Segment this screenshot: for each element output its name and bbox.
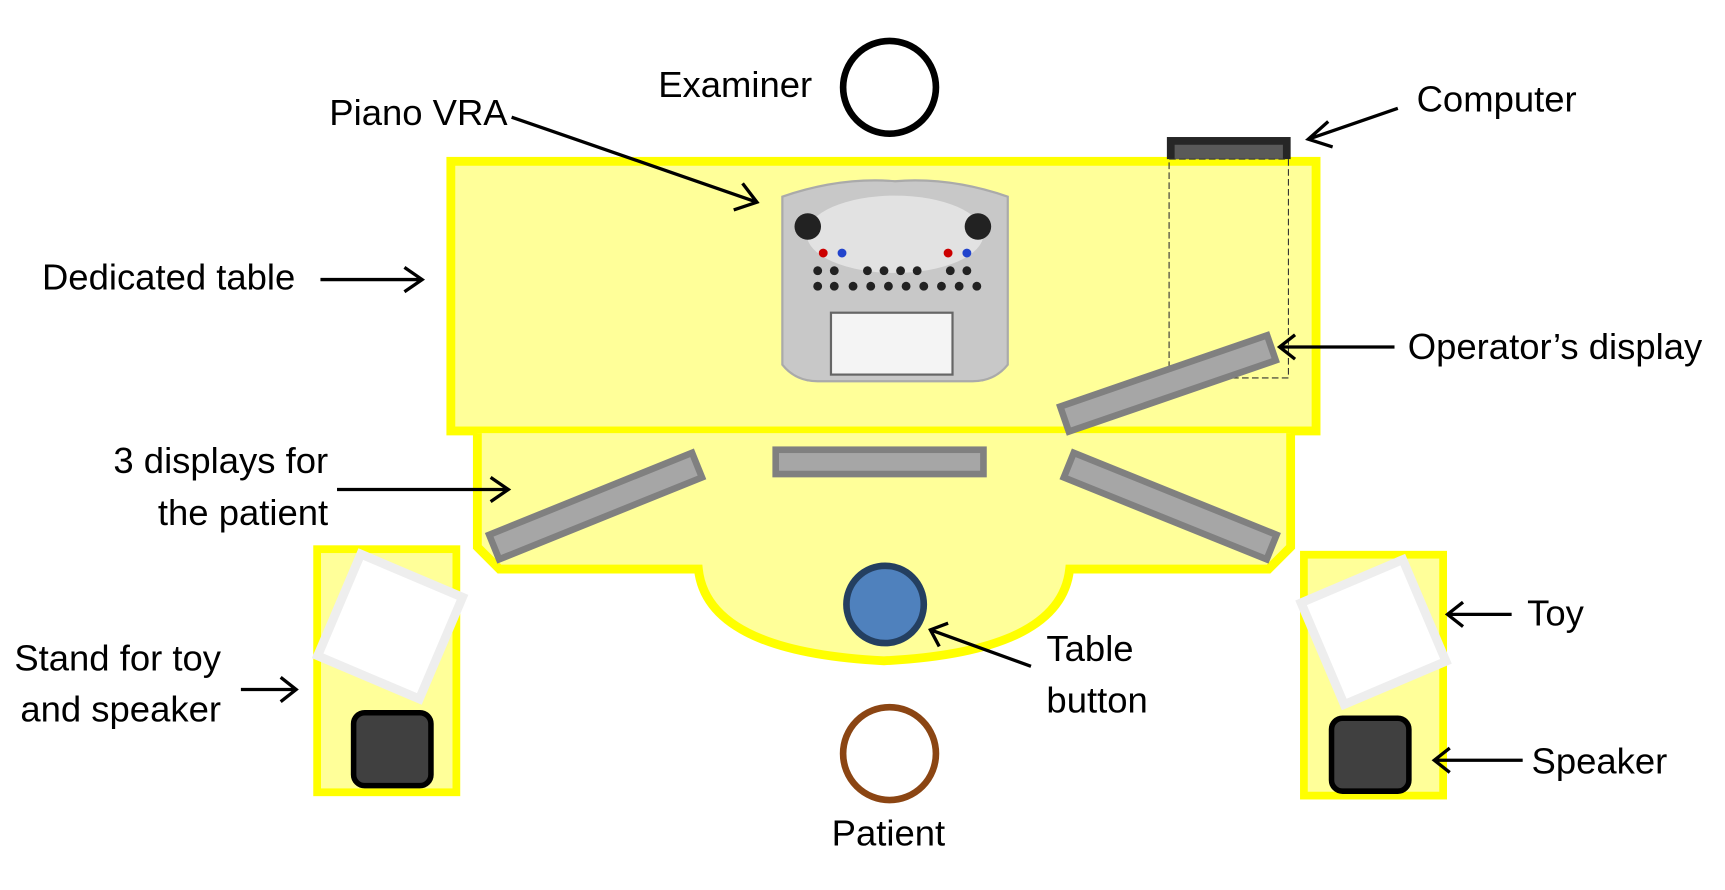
arrow-toy — [1444, 600, 1512, 628]
piano-vra-device — [781, 179, 1009, 383]
label-patient: Patient — [832, 812, 946, 853]
toy-right — [1295, 553, 1452, 711]
arrow-computer — [1305, 106, 1399, 149]
operators-display — [1056, 331, 1280, 436]
arrow-table-button — [928, 621, 1032, 668]
speaker-left — [350, 709, 434, 789]
arrow-dedicated-table — [320, 266, 426, 294]
label-patient-displays-1: 3 displays for — [113, 440, 328, 481]
arrow-patient-displays — [337, 475, 512, 504]
speaker-right — [1328, 715, 1412, 794]
piano-screen — [829, 311, 954, 376]
label-operators-display: Operator’s display — [1408, 326, 1703, 367]
patient-display-left — [484, 448, 707, 564]
label-examiner: Examiner — [658, 64, 812, 105]
label-dedicated-table: Dedicated table — [42, 257, 295, 298]
patient-display-center — [772, 446, 987, 478]
examiner-circle — [839, 37, 940, 138]
label-toy: Toy — [1527, 592, 1584, 633]
label-stand-1: Stand for toy — [14, 638, 221, 679]
table-button — [843, 562, 928, 647]
arrow-operators-display — [1276, 333, 1395, 361]
patient-display-right — [1059, 448, 1281, 564]
patient-circle — [839, 703, 940, 804]
label-table-button-1: Table — [1046, 628, 1133, 669]
arrow-speaker — [1431, 746, 1523, 774]
label-patient-displays-2: the patient — [158, 492, 328, 533]
label-piano-vra: Piano VRA — [329, 92, 508, 133]
label-table-button-2: button — [1046, 680, 1147, 721]
label-speaker: Speaker — [1532, 741, 1668, 782]
label-computer: Computer — [1417, 79, 1577, 120]
arrow-piano-vra — [511, 115, 760, 212]
toy-left — [311, 548, 469, 705]
label-stand-2: and speaker — [20, 689, 221, 730]
arrow-stand — [240, 676, 299, 703]
